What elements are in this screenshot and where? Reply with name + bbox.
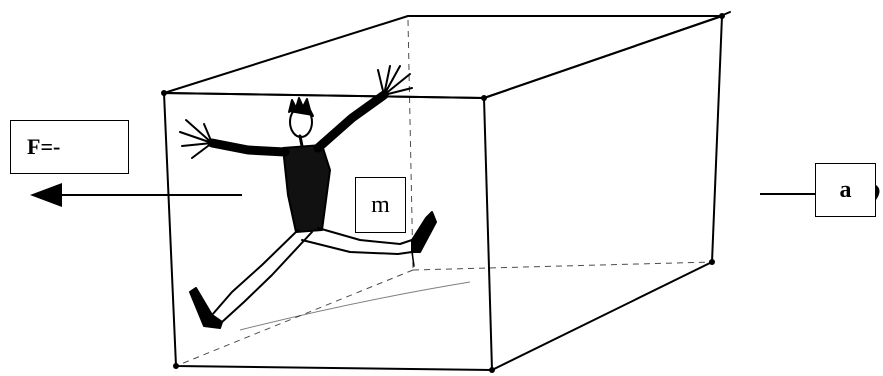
box-floor-line xyxy=(239,281,471,331)
box-outline xyxy=(163,11,731,371)
jumping-person-figure xyxy=(179,65,437,329)
force-label: F=- xyxy=(10,120,129,174)
force-arrow-icon xyxy=(30,183,242,207)
acceleration-line-icon xyxy=(760,185,880,200)
acceleration-label: a xyxy=(815,163,876,217)
box-corner-dots xyxy=(161,13,725,373)
mass-label: m xyxy=(355,177,406,233)
box-back-edges xyxy=(175,19,713,367)
